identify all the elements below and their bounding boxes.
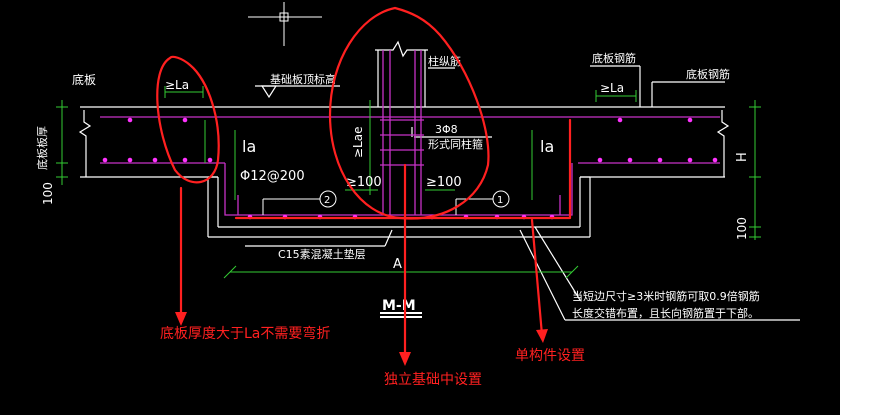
arrow-left-head-icon	[175, 312, 187, 326]
rebar-spec-label: Φ12@200	[240, 169, 305, 184]
base-rebar-top-label: 底板钢筋	[592, 51, 636, 65]
base-rebar-right-label: 底板钢筋	[686, 67, 730, 81]
section-title-underline	[380, 312, 422, 318]
annotation-middle: 独立基础中设置	[384, 371, 482, 388]
drawing-canvas[interactable]	[0, 0, 840, 415]
marker-1-label: 1	[497, 195, 503, 206]
circle-left-markup	[156, 55, 220, 184]
base-thickness-label: 底板板厚	[35, 126, 49, 170]
lae-label: ≥Lae	[351, 127, 365, 158]
stirrup-count-label: 3Φ8	[435, 123, 458, 136]
ge100-right-label: ≥100	[426, 175, 462, 190]
rebar-lines	[100, 50, 720, 216]
base-plate-label: 底板	[72, 72, 96, 87]
slab-outline	[78, 40, 800, 321]
base-top-elev-label: 基础板顶标高	[270, 72, 336, 86]
section-markers	[262, 190, 510, 215]
rebar-highlight-markup	[234, 118, 572, 220]
rebar-dots	[102, 117, 718, 220]
note-line-2: 长度交错布置，且长向钢筋置于下部。	[572, 306, 759, 320]
circle-middle-markup	[328, 6, 490, 220]
annotation-right: 单构件设置	[515, 348, 585, 364]
dim-100-left-label: 100	[41, 182, 55, 205]
marker-2-label: 2	[324, 195, 330, 206]
dim-A-label: A	[393, 257, 402, 272]
red-markup	[156, 6, 572, 360]
la-mid-left-label: la	[242, 137, 256, 156]
note-line-1: 当短边尺寸≥3米时钢筋可取0.9倍钢筋	[572, 289, 760, 303]
dim-H-label: H	[735, 152, 750, 162]
stirrup-type-label: 形式同柱箍	[428, 137, 483, 151]
la-left-label: ≥La	[165, 78, 189, 92]
la-mid-right-label: la	[540, 137, 554, 156]
arrowheads	[175, 312, 548, 366]
crosshair-cursor-icon	[248, 2, 322, 46]
dim-100-right-label: 100	[735, 217, 749, 240]
section-mark-label: M-M	[382, 298, 416, 314]
arrow-right-head-icon	[536, 329, 548, 343]
la-right-label: ≥La	[600, 81, 624, 95]
cushion-label: C15素混凝土垫层	[278, 247, 366, 261]
arrow-middle-head-icon	[399, 352, 411, 366]
column-long-bar-label: 柱纵筋	[428, 54, 461, 68]
annotation-left: 底板厚度大于La不需要弯折	[160, 325, 330, 342]
dimension-lines	[56, 86, 761, 279]
arrow-right-shaft	[530, 218, 544, 337]
ge100-left-label: ≥100	[346, 175, 382, 190]
